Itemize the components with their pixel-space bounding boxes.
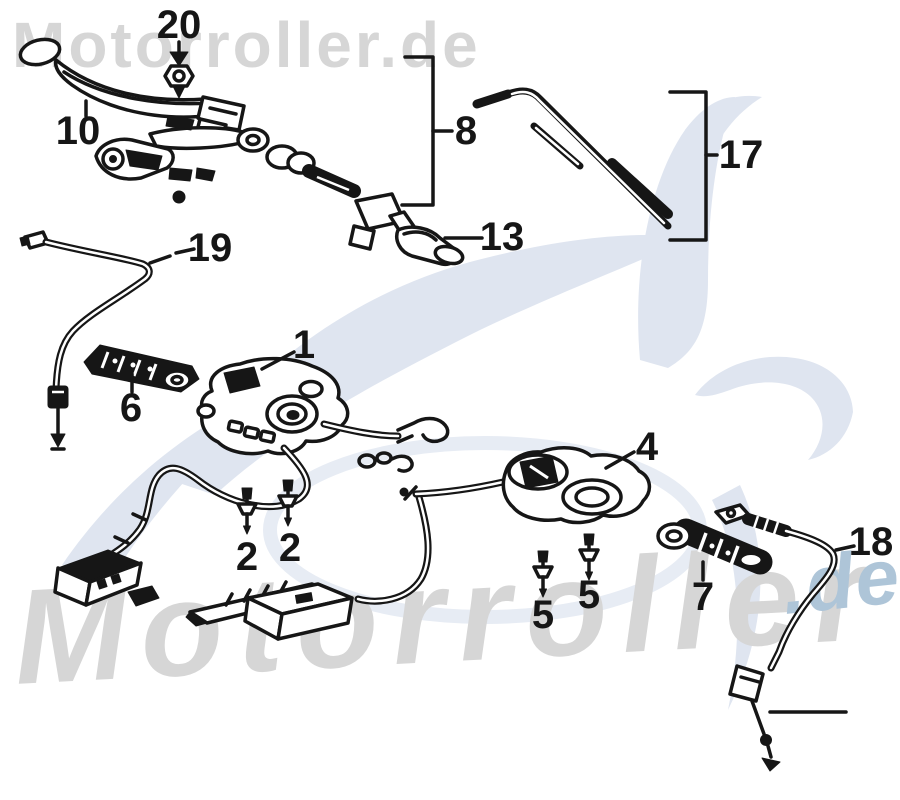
part-brake-lever [18,37,246,139]
part-screw-5-right [578,533,600,581]
wiring-center-connector [185,493,432,641]
swoosh-wing [170,235,690,495]
wiring-lower-left [53,444,311,607]
part-screw-5-left [532,550,554,598]
part-throttle-piece-13 [348,192,484,267]
swoosh-curl [695,356,853,460]
part-screw-2-left [236,487,258,535]
callout-6: 6 [120,386,142,430]
part-switch-housing-4 [399,446,652,525]
part-ribbed-sleeve-7 [656,518,773,582]
part-bolt-20 [163,40,195,99]
callout-2-right: 2 [279,526,301,570]
part-lever-perch [94,115,361,204]
callout-10: 10 [56,109,101,153]
part-switch-housing-1 [196,350,350,456]
watermark-top-text: Motorroller.de [12,9,481,81]
wiring-right-connector [320,416,450,473]
callout-7: 7 [692,575,714,619]
callout-17: 17 [719,133,764,177]
callout-18: 18 [849,520,894,564]
callout-2-left: 2 [236,535,258,579]
callout-4: 4 [636,425,659,469]
part-screw-2-right [277,479,299,527]
swoosh-tail [712,485,761,710]
callout-13: 13 [480,215,525,259]
part-cables-17 [472,87,719,242]
callout-20: 20 [157,3,202,47]
part-ribbed-bracket-6 [83,344,200,394]
callout-8: 8 [455,109,477,153]
callout-5-right: 5 [578,573,600,617]
callout-5-left: 5 [532,593,554,637]
part-cable-18 [714,503,856,772]
part-cable-19 [19,230,196,451]
callout-19: 19 [188,226,233,270]
bracket-8 [400,55,454,207]
callout-1: 1 [293,323,315,367]
swoosh-neck [638,97,735,368]
